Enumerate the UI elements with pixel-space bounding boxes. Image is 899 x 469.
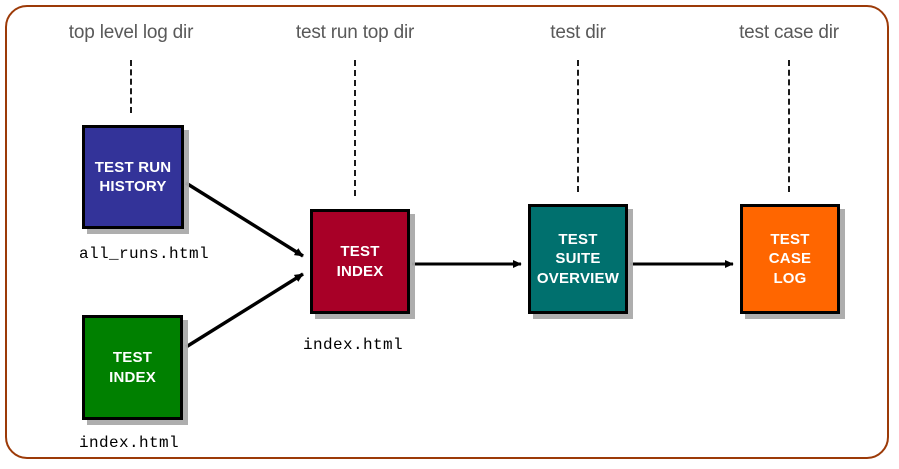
node-test-case-log-line-3: LOG <box>773 269 807 287</box>
column-header-top-level-log-dir: top level log dir <box>68 22 194 43</box>
node-test-index-run[interactable]: TEST INDEX <box>310 209 410 314</box>
node-test-case-log[interactable]: TEST CASE LOG <box>740 204 840 314</box>
column-header-test-dir: test dir <box>550 22 606 43</box>
node-test-suite-overview[interactable]: TEST SUITE OVERVIEW <box>528 204 628 314</box>
node-test-run-history-line-1: TEST RUN <box>94 158 172 176</box>
dashed-line-top-level-log-dir <box>130 60 132 113</box>
node-test-run-history-line-2: HISTORY <box>99 178 167 195</box>
file-label-index-html-top: index.html <box>79 434 180 452</box>
node-test-suite-overview-line-1: TEST <box>558 231 598 249</box>
node-test-run-history[interactable]: TEST RUN HISTORY <box>82 125 184 229</box>
node-test-case-log-line-2: CASE <box>768 250 812 268</box>
file-label-index-html-run: index.html <box>303 336 404 354</box>
dashed-line-test-case-dir <box>788 60 790 192</box>
node-test-suite-overview-line-2: SUITE <box>555 250 601 268</box>
column-header-test-run-top-dir: test run top dir <box>295 22 415 43</box>
node-test-index-top-level-line-2: INDEX <box>109 368 156 386</box>
column-header-test-case-dir: test case dir <box>739 22 839 43</box>
node-test-index-run-line-2: INDEX <box>336 262 384 280</box>
node-test-index-run-line-1: TEST <box>340 243 380 261</box>
dashed-line-test-dir <box>577 60 579 192</box>
node-test-suite-overview-line-3: OVERVIEW <box>536 269 620 287</box>
node-test-case-log-line-1: TEST <box>770 231 810 249</box>
file-label-all-runs-html: all_runs.html <box>79 245 210 263</box>
node-test-index-top-level[interactable]: TEST INDEX <box>82 315 183 420</box>
node-test-index-top-level-line-1: TEST <box>112 349 153 367</box>
arrow-top-index-to-test-index <box>185 272 304 349</box>
dashed-line-test-run-top-dir <box>354 60 356 196</box>
